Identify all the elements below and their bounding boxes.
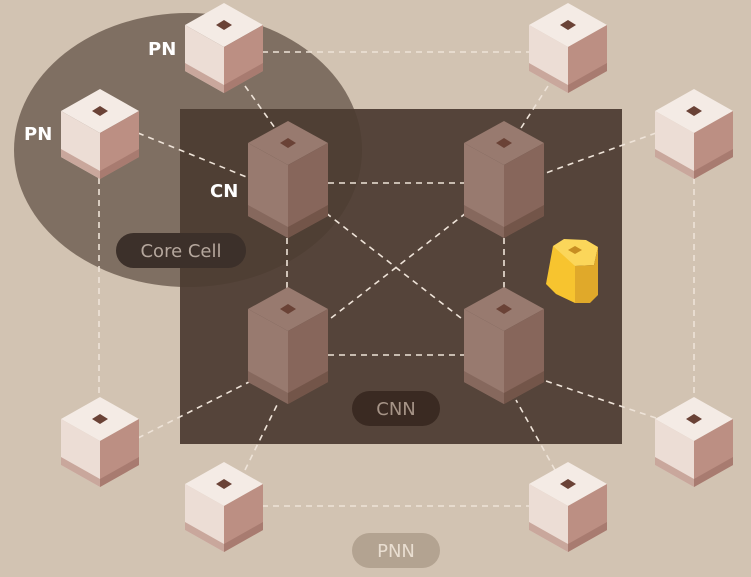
cube-left-base — [655, 149, 694, 179]
link-pn4-cn2 — [542, 132, 657, 175]
cube-top-mark — [560, 479, 576, 489]
peripheral-node — [61, 89, 139, 179]
peripheral-node — [185, 3, 263, 93]
cube-top-mark — [216, 479, 232, 489]
core-cell-badge: Core Cell — [116, 233, 246, 268]
peripheral-node — [185, 462, 263, 552]
peripheral-node — [529, 3, 607, 93]
cnn-badge-bg — [352, 391, 440, 426]
cube-left-base — [185, 522, 224, 552]
cube-left-base — [529, 63, 568, 93]
cube-top-mark — [92, 106, 108, 116]
link-pn5-cn3 — [137, 381, 250, 439]
link-pn1-cn1 — [244, 85, 276, 129]
link-cn2-cn3 — [325, 212, 467, 323]
cube-left-base — [61, 149, 100, 179]
core-cell-badge-bg — [116, 233, 246, 268]
cube-right-base — [100, 149, 139, 179]
peripheral-node — [655, 89, 733, 179]
connection-lines — [98, 51, 695, 507]
link-pn2-cn2 — [520, 85, 549, 129]
peripheral-node — [655, 397, 733, 487]
cnn-badge: CNN — [352, 391, 440, 426]
cube-right-base — [694, 149, 733, 179]
cube-left-base — [61, 457, 100, 487]
link-pn8-cn4 — [515, 399, 556, 471]
cube-top-mark — [92, 414, 108, 424]
prism-left-base — [464, 205, 504, 238]
token-top-mark — [568, 246, 582, 254]
cube-right-base — [568, 522, 607, 552]
cube-right-base — [224, 63, 263, 93]
pnn-badge: PNN — [352, 533, 440, 568]
cube-right-base — [568, 63, 607, 93]
core-node — [248, 121, 328, 238]
cube-right-base — [694, 457, 733, 487]
pnn-badge-bg — [352, 533, 440, 568]
cube-right-base — [224, 522, 263, 552]
token-left-face — [546, 246, 575, 303]
prism-left-base — [248, 205, 288, 238]
cube-top-mark — [686, 414, 702, 424]
cube-top-mark — [686, 106, 702, 116]
core-node — [464, 287, 544, 404]
token-right-face — [575, 247, 598, 303]
prism-left-base — [248, 371, 288, 404]
core-cell-badge-label: Core Cell — [140, 241, 221, 262]
pn-label-top: PN — [148, 39, 176, 60]
pnn-badge-label: PNN — [377, 541, 415, 562]
cube-left-base — [655, 457, 694, 487]
prism-right-base — [504, 205, 544, 238]
cn-label: CN — [210, 181, 238, 202]
prism-top-mark — [280, 138, 296, 148]
prism-left-base — [464, 371, 504, 404]
peripheral-node — [529, 462, 607, 552]
cube-left-base — [185, 63, 224, 93]
cube-left-base — [529, 522, 568, 552]
token-icon — [546, 239, 598, 303]
prism-top-mark — [496, 304, 512, 314]
core-node — [464, 121, 544, 238]
core-node — [248, 287, 328, 404]
peripheral-node — [61, 397, 139, 487]
cube-top-mark — [216, 20, 232, 30]
prism-right-base — [288, 205, 328, 238]
prism-top-mark — [496, 138, 512, 148]
prism-top-mark — [280, 304, 296, 314]
cnn-badge-label: CNN — [376, 399, 416, 420]
link-pn3-cn1 — [137, 132, 250, 179]
link-pn7-cn3 — [244, 402, 279, 471]
cube-right-base — [100, 457, 139, 487]
pn-label-left: PN — [24, 124, 52, 145]
link-pn6-cn4 — [542, 379, 657, 419]
prism-right-base — [288, 371, 328, 404]
prism-right-base — [504, 371, 544, 404]
cube-top-mark — [560, 20, 576, 30]
